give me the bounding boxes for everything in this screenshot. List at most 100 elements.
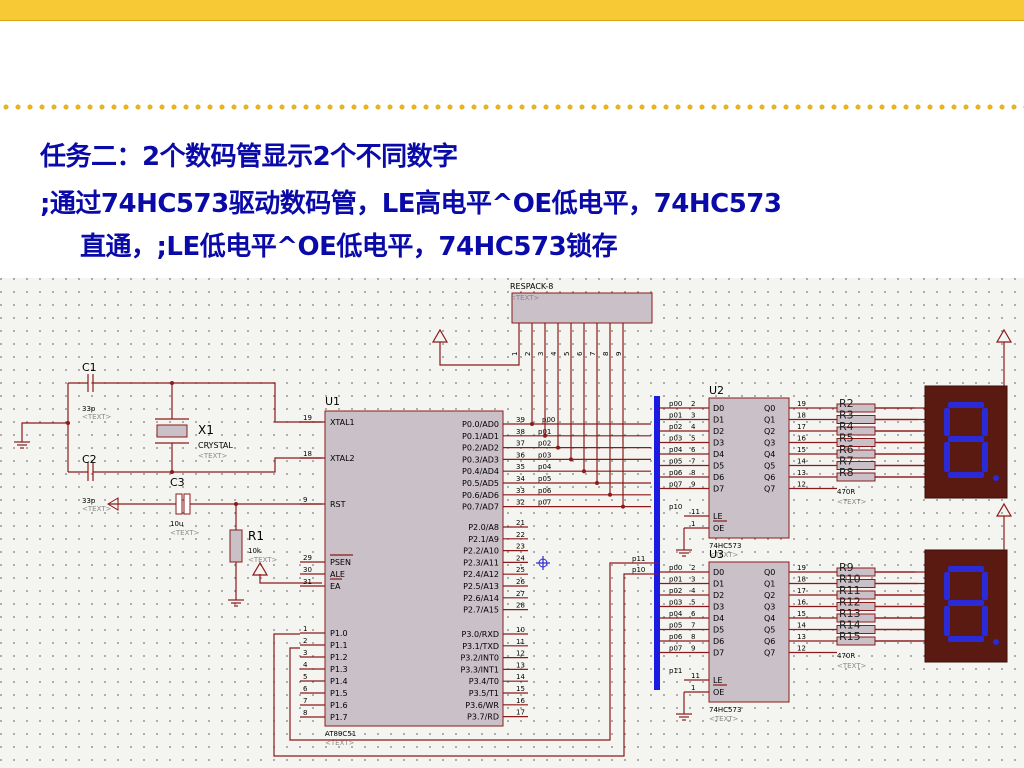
top-resistor-ref: R4 bbox=[839, 420, 854, 433]
u2-body bbox=[708, 397, 790, 539]
u3-pin-number: 1 bbox=[691, 684, 695, 692]
seven-segment-bar bbox=[982, 442, 988, 472]
u3-pin-name: Q1 bbox=[764, 580, 775, 589]
u1-pin-name: XTAL2 bbox=[330, 454, 355, 463]
u1-pin-name: RST bbox=[330, 500, 346, 509]
slide-text-line-3: 直通，;LE低电平^OE低电平，74HC573锁存 bbox=[80, 232, 618, 262]
top-resistor-ref: R8 bbox=[839, 466, 854, 479]
x1-ref: X1 bbox=[198, 423, 214, 437]
u3-pin-name: D0 bbox=[713, 568, 724, 577]
u1-pin-name: P2.5/A13 bbox=[463, 582, 499, 591]
respack-body bbox=[511, 292, 653, 324]
u3-pin-name: OE bbox=[713, 688, 724, 697]
schematic-grid bbox=[0, 278, 1024, 768]
u3-pin-number: 19 bbox=[797, 564, 806, 572]
u1-net-label: p05 bbox=[538, 475, 551, 483]
u1-pin-name: P0.4/AD4 bbox=[462, 467, 499, 476]
u1-pin-name: ALE bbox=[330, 570, 345, 579]
u1-pin-name: P0.3/AD3 bbox=[462, 455, 499, 464]
u2-pin-name: D7 bbox=[713, 485, 724, 494]
bottom-resistor-ref: R14 bbox=[839, 619, 861, 632]
u3-bus-net-label: p07 bbox=[669, 645, 682, 653]
u2-pin-name: D5 bbox=[713, 462, 724, 471]
u1-pin-name: P1.2 bbox=[330, 653, 348, 662]
c3-ref: C3 bbox=[170, 476, 185, 489]
u3-bus-net-label: p00 bbox=[669, 564, 682, 572]
bottom-resistor-ref: R10 bbox=[839, 573, 861, 586]
u3-body bbox=[708, 561, 790, 703]
u1-net-label: p04 bbox=[538, 463, 552, 471]
ea-wire bbox=[259, 574, 322, 584]
u3-pin-number: 4 bbox=[691, 587, 696, 595]
u3-pin-name: Q5 bbox=[764, 626, 775, 635]
u1-pin-number: 22 bbox=[516, 531, 525, 539]
u1-pin-name: PSEN bbox=[330, 558, 351, 567]
u1-net-label: p06 bbox=[538, 487, 552, 495]
u1-pin-name: P3.7/RD bbox=[467, 713, 499, 722]
xtal2-wire bbox=[172, 457, 322, 473]
seven-segment-bar bbox=[948, 472, 984, 478]
u1-pin-name: P0.7/AD7 bbox=[462, 503, 499, 512]
u1-ref: U1 bbox=[325, 395, 340, 408]
c2-ref: C2 bbox=[82, 453, 97, 466]
bottom-resistor-ref: R13 bbox=[839, 607, 861, 620]
u1-net-label: p02 bbox=[538, 440, 551, 448]
u1-pin-name: P2.7/A15 bbox=[463, 606, 499, 615]
seven-segment-bar bbox=[944, 408, 950, 436]
respack-pin-number: 8 bbox=[602, 352, 610, 356]
respack-text: <TEXT> bbox=[510, 294, 540, 302]
c1-text: <TEXT> bbox=[82, 413, 112, 421]
respack-pin-number: 2 bbox=[524, 352, 532, 356]
top-accent-bar bbox=[0, 0, 1024, 21]
u1-pin-name: P3.6/WR bbox=[465, 701, 499, 710]
u3-bus-net-label: p01 bbox=[669, 576, 682, 584]
u1-pin-number: 4 bbox=[303, 661, 308, 669]
u1-pin-number: 23 bbox=[516, 543, 525, 551]
seven-segment-bar bbox=[982, 572, 988, 600]
u1-pin-name: P3.2/INT0 bbox=[460, 654, 499, 663]
u1-pin-name: P1.3 bbox=[330, 665, 348, 674]
bottom-resistor-ref: R9 bbox=[839, 561, 854, 574]
u3-part: 74HC573 bbox=[709, 706, 741, 714]
u3-pin-name: D5 bbox=[713, 626, 724, 635]
u3-bus-net-label: p06 bbox=[669, 633, 683, 641]
u2-ref: U2 bbox=[709, 384, 724, 397]
c3-plate bbox=[183, 493, 191, 515]
u2-pin-number: 12 bbox=[797, 481, 806, 489]
u1-pin-number: 6 bbox=[303, 685, 308, 693]
u1-pin-number: 17 bbox=[516, 709, 525, 717]
dotted-divider bbox=[0, 104, 1024, 110]
c3-text: <TEXT> bbox=[170, 529, 200, 537]
u1-pin-name: P1.6 bbox=[330, 701, 348, 710]
seven-segment-bar bbox=[948, 600, 984, 606]
top-resistor-ref: R6 bbox=[839, 443, 854, 456]
u1-pin-name: P0.5/AD5 bbox=[462, 479, 499, 488]
u1-pin-number: 10 bbox=[516, 626, 525, 634]
u1-pin-number: 36 bbox=[516, 451, 525, 459]
top-resistor-text: <TEXT> bbox=[837, 498, 867, 506]
power-arrow-symbol bbox=[431, 328, 449, 343]
u1-pin-number: 21 bbox=[516, 519, 525, 527]
u2-pin-number: 19 bbox=[797, 400, 806, 408]
u1-pin-number: 2 bbox=[303, 637, 307, 645]
u1-pin-name: P3.4/T0 bbox=[469, 677, 499, 686]
u3-pin-number: 9 bbox=[691, 645, 695, 653]
u3-ref: U3 bbox=[709, 548, 724, 561]
u1-pin-name: P3.0/RXD bbox=[462, 630, 499, 639]
c3-plate bbox=[175, 493, 183, 515]
power-arrow-symbol bbox=[995, 502, 1013, 517]
top-resistor-ref: R7 bbox=[839, 455, 854, 468]
c3-value: 10u bbox=[170, 520, 183, 528]
top-resistor-ref: R2 bbox=[839, 397, 854, 410]
u2-pin-number: 14 bbox=[797, 458, 806, 466]
u1-net-label: p00 bbox=[542, 416, 555, 424]
seven-segment-bar bbox=[982, 408, 988, 436]
bottom-resistor-ref: R11 bbox=[839, 584, 861, 597]
u1-pin-number: 11 bbox=[516, 638, 525, 646]
u1-pin-number: 38 bbox=[516, 428, 525, 436]
bottom-resistor-ref: R15 bbox=[839, 630, 861, 643]
u1-pin-name: P3.3/INT1 bbox=[460, 665, 499, 674]
u3-pin-name: Q6 bbox=[764, 637, 775, 646]
u2-pin-name: Q0 bbox=[764, 404, 775, 413]
